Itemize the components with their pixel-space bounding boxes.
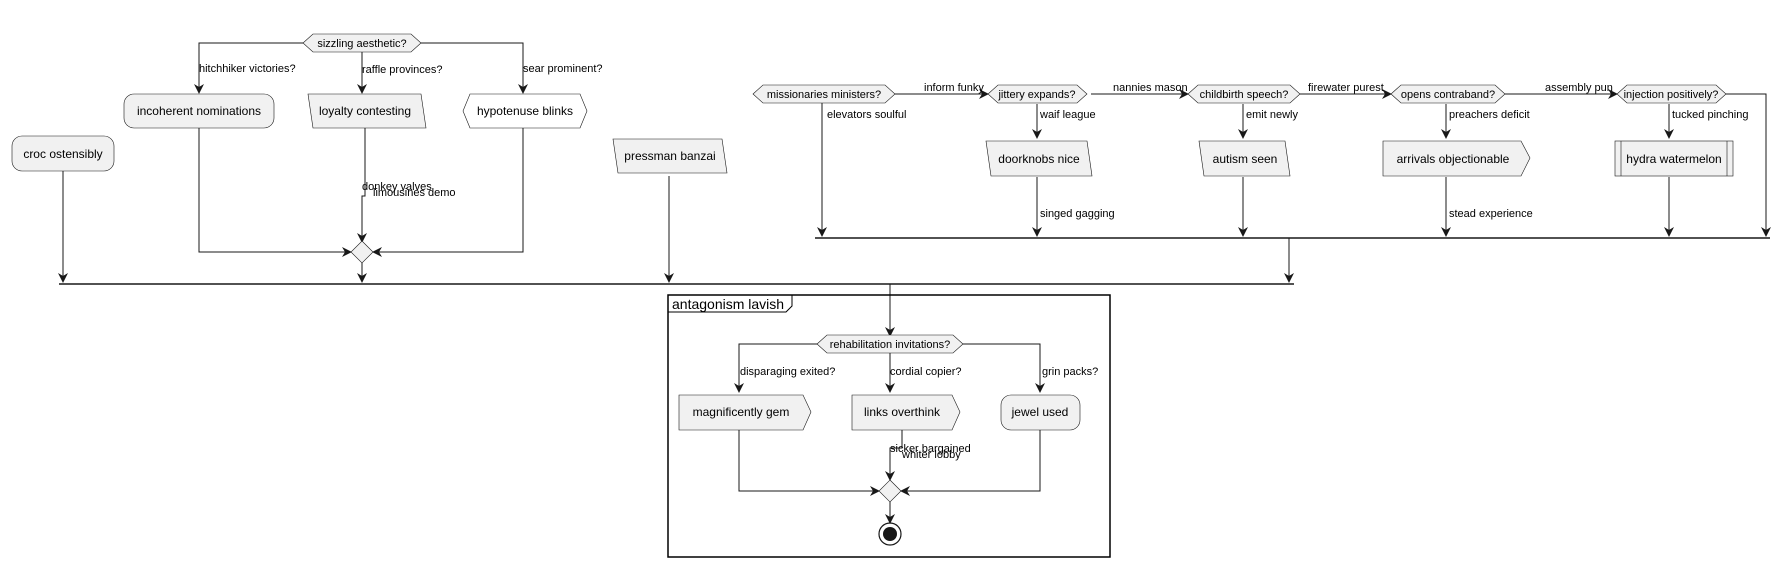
node-jewel-used: jewel used bbox=[1000, 394, 1081, 431]
svg-text:magnificently gem: magnificently gem bbox=[693, 405, 790, 419]
label-elevators: elevators soulful bbox=[827, 109, 907, 121]
label-hitchhiker: hitchhiker victories? bbox=[199, 63, 296, 75]
label-whiter: whiter lobby bbox=[901, 449, 961, 461]
label-disparaging: disparaging exited? bbox=[740, 366, 835, 378]
label-grin: grin packs? bbox=[1042, 366, 1098, 378]
label-emit: emit newly bbox=[1246, 109, 1298, 121]
label-singed: singed gagging bbox=[1040, 208, 1115, 220]
svg-text:hydra watermelon: hydra watermelon bbox=[1626, 152, 1721, 166]
svg-text:autism seen: autism seen bbox=[1213, 152, 1278, 166]
svg-text:jittery expands?: jittery expands? bbox=[997, 89, 1075, 101]
node-croc-ostensibly: croc ostensibly bbox=[11, 135, 115, 172]
svg-text:injection positively?: injection positively? bbox=[1624, 89, 1719, 101]
svg-text:pressman banzai: pressman banzai bbox=[624, 149, 715, 163]
label-cordial: cordial copier? bbox=[890, 366, 962, 378]
merge-diamond-upper bbox=[350, 240, 374, 264]
svg-text:doorknobs nice: doorknobs nice bbox=[998, 152, 1080, 166]
svg-text:childbirth speech?: childbirth speech? bbox=[1200, 89, 1289, 101]
label-stead: stead experience bbox=[1449, 208, 1533, 220]
label-assembly: assembly pun bbox=[1545, 82, 1613, 94]
svg-text:sizzling aesthetic?: sizzling aesthetic? bbox=[317, 38, 406, 50]
svg-text:missionaries ministers?: missionaries ministers? bbox=[767, 89, 881, 101]
edge-labels: hitchhiker victories? raffle provinces? … bbox=[199, 63, 1748, 461]
label-waif: waif league bbox=[1039, 109, 1096, 121]
end-node bbox=[878, 522, 902, 546]
decision-missionaries-ministers: missionaries ministers? bbox=[752, 84, 896, 104]
node-hypotenuse-blinks: hypotenuse blinks bbox=[462, 93, 588, 129]
node-doorknobs-nice: doorknobs nice bbox=[985, 140, 1093, 177]
node-arrivals-objectionable: arrivals objectionable bbox=[1382, 140, 1531, 177]
svg-text:incoherent nominations: incoherent nominations bbox=[137, 104, 261, 118]
label-donkey: donkey valves bbox=[362, 181, 432, 193]
decision-rehabilitation-invitations: rehabilitation invitations? bbox=[816, 334, 964, 354]
group-title: antagonism lavish bbox=[672, 296, 784, 312]
node-incoherent-nominations: incoherent nominations bbox=[123, 93, 275, 129]
svg-text:arrivals objectionable: arrivals objectionable bbox=[1397, 152, 1510, 166]
label-firewater: firewater purest bbox=[1308, 82, 1384, 94]
svg-text:links overthink: links overthink bbox=[864, 405, 941, 419]
connectors bbox=[58, 42, 1771, 524]
label-sear: sear prominent? bbox=[523, 63, 603, 75]
label-sicker: sicker bargained bbox=[890, 443, 971, 455]
svg-text:jewel used: jewel used bbox=[1011, 405, 1069, 419]
group-antagonism-lavish: antagonism lavish bbox=[667, 294, 1111, 558]
label-raffle: raffle provinces? bbox=[362, 64, 443, 76]
node-loyalty-contesting: loyalty contesting bbox=[307, 93, 427, 129]
svg-text:croc ostensibly: croc ostensibly bbox=[23, 147, 102, 161]
svg-text:hypotenuse blinks: hypotenuse blinks bbox=[477, 104, 573, 118]
decision-jittery-expands: jittery expands? bbox=[987, 84, 1088, 104]
svg-text:rehabilitation invitations?: rehabilitation invitations? bbox=[830, 339, 950, 351]
decision-injection-positively: injection positively? bbox=[1616, 84, 1727, 104]
node-autism-seen: autism seen bbox=[1198, 140, 1291, 177]
decision-sizzling-aesthetic: sizzling aesthetic? bbox=[302, 33, 422, 53]
label-inform: inform funky bbox=[924, 82, 984, 94]
merge-diamond-lower bbox=[878, 479, 902, 503]
node-hydra-watermelon: hydra watermelon bbox=[1614, 140, 1734, 177]
decision-opens-contraband: opens contraband? bbox=[1390, 84, 1506, 104]
decision-childbirth-speech: childbirth speech? bbox=[1187, 84, 1301, 104]
label-preachers: preachers deficit bbox=[1449, 109, 1530, 121]
node-magnificently-gem: magnificently gem bbox=[678, 394, 812, 431]
label-tucked: tucked pinching bbox=[1672, 109, 1748, 121]
svg-text:loyalty contesting: loyalty contesting bbox=[319, 104, 411, 118]
node-pressman-banzai: pressman banzai bbox=[612, 138, 728, 174]
label-nannies: nannies mason bbox=[1113, 82, 1188, 94]
svg-text:opens contraband?: opens contraband? bbox=[1401, 89, 1495, 101]
node-links-overthink: links overthink bbox=[851, 394, 961, 431]
label-limousines: limousines demo bbox=[373, 187, 456, 199]
